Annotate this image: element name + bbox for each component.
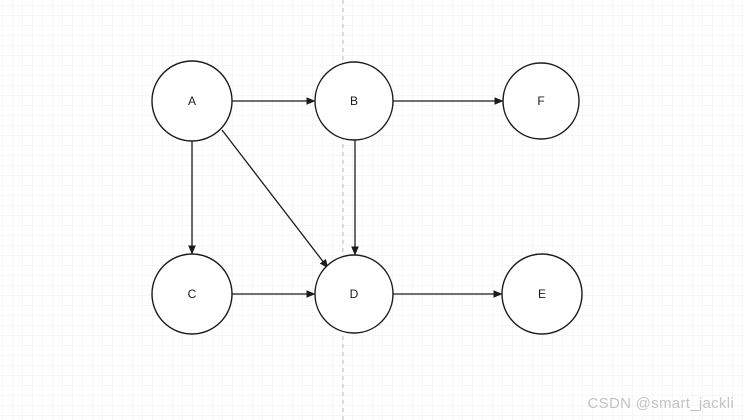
node-c-circle[interactable]	[151, 253, 233, 335]
edges-group	[188, 97, 504, 298]
node-a-label: A	[188, 94, 196, 108]
node-d-circle[interactable]	[314, 254, 394, 334]
node-f-circle[interactable]	[502, 62, 580, 140]
graph-node-f[interactable]: F	[502, 62, 580, 140]
watermark-text: CSDN @smart_jackli	[587, 395, 734, 412]
node-b-label: B	[350, 94, 358, 108]
node-a-circle[interactable]	[151, 60, 233, 142]
graph-node-d[interactable]: D	[314, 254, 394, 334]
node-b-circle[interactable]	[314, 61, 394, 141]
graph-node-c[interactable]: C	[151, 253, 233, 335]
node-d-label: D	[350, 287, 359, 301]
nodes-group: A B F C D E	[151, 60, 583, 335]
graph-node-b[interactable]: B	[314, 61, 394, 141]
node-e-circle[interactable]	[501, 253, 583, 335]
edge-a-to-d[interactable]	[221, 129, 329, 269]
graph-node-e[interactable]: E	[501, 253, 583, 335]
node-c-label: C	[188, 287, 197, 301]
node-f-label: F	[537, 94, 544, 108]
graph-node-a[interactable]: A	[151, 60, 233, 142]
node-e-label: E	[538, 287, 546, 301]
